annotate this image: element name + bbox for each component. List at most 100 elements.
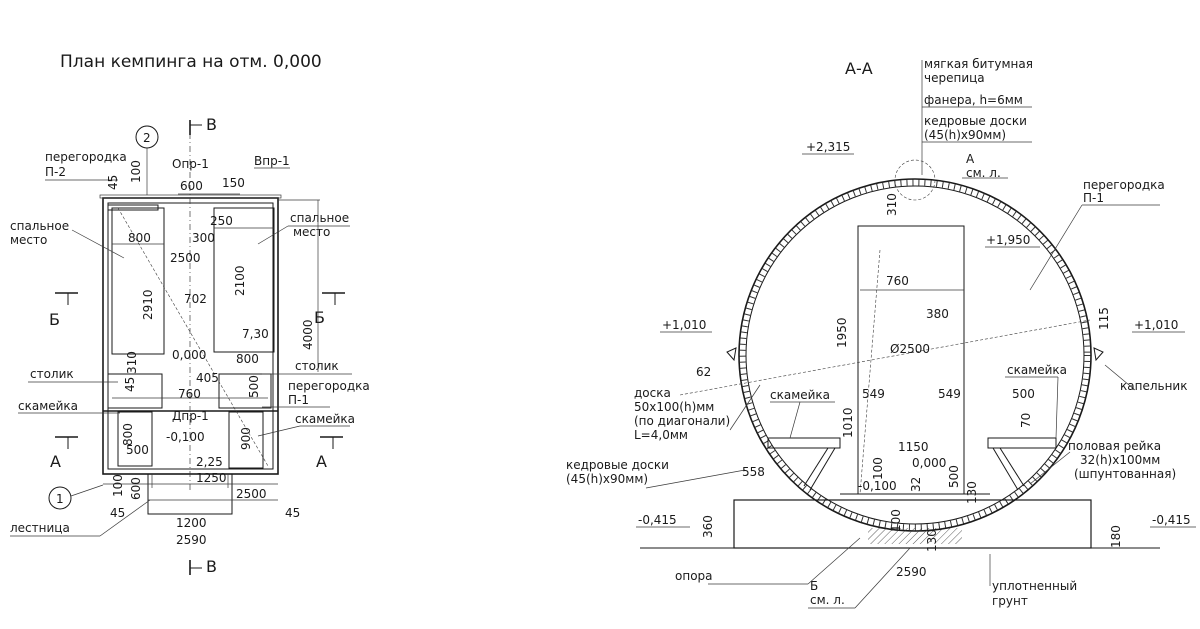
- plan-dim: 800: [236, 352, 259, 366]
- plan-dim: 760: [178, 387, 201, 401]
- label-soil-2: грунт: [992, 594, 1028, 608]
- cut-v-top: В: [206, 115, 217, 134]
- plan-dim: 100: [129, 160, 143, 183]
- plan-label-sleep-right-2: место: [293, 225, 330, 239]
- plan-label-bench-left: скамейка: [18, 399, 78, 413]
- level-1010-left: +1,010: [662, 318, 706, 332]
- plan-dim: 310: [125, 351, 139, 374]
- plan-dim: -0,100: [166, 430, 205, 444]
- section-dim: 558: [742, 465, 765, 479]
- plan-label-vpr: Впр-1: [254, 154, 290, 168]
- axis-2-label: 2: [143, 131, 151, 145]
- section-dim: 130: [965, 481, 979, 504]
- level-m0415-right: -0,415: [1152, 513, 1191, 527]
- label-see-b-2: см. л.: [810, 593, 845, 607]
- plan-label-sleep-left-1: спальное: [10, 219, 69, 233]
- plan-dim: 2590: [176, 533, 207, 547]
- label-floor-rail-3: (шпунтованная): [1074, 467, 1176, 481]
- plan-label-ladder: лестница: [10, 521, 70, 535]
- plan-dim: 250: [210, 214, 233, 228]
- plan-dim: 500: [247, 375, 261, 398]
- plan-dim: 702: [184, 292, 207, 306]
- label-board-3: (по диагонали): [634, 414, 730, 428]
- sleeping-place-right: [213, 207, 275, 353]
- plan-dim: 45: [285, 506, 300, 520]
- label-board-4: L=4,0мм: [634, 428, 688, 442]
- barrel-inner: [745, 185, 1085, 525]
- soil-hatch: [868, 528, 962, 544]
- plan-label-partition-p1-1: перегородка: [288, 379, 370, 393]
- section-dim: 380: [926, 307, 949, 321]
- plan-label-partition-p1-2: П-1: [288, 393, 309, 407]
- cut-a-right: А: [316, 452, 327, 471]
- label-partition-1: перегородка: [1083, 178, 1165, 192]
- level-m0100: -0,100: [858, 479, 897, 493]
- section-dim: 1150: [898, 440, 929, 454]
- table-left: [107, 373, 163, 409]
- plan-dim: 600: [129, 477, 143, 500]
- bench-left: [117, 411, 153, 467]
- section-dim: 180: [1109, 525, 1123, 548]
- label-see-b-1: Б: [810, 579, 818, 593]
- section-dim: 115: [1097, 307, 1111, 330]
- plan-dim: 2500: [236, 487, 267, 501]
- level-0000: 0,000: [912, 456, 946, 470]
- plan-label-opr: Опр-1: [172, 157, 209, 171]
- cut-b-left: Б: [49, 310, 60, 329]
- label-roof-1: мягкая битумная: [924, 57, 1033, 71]
- plan-dim: 1250: [196, 471, 227, 485]
- plan-dim: 0,000: [172, 348, 206, 362]
- label-see-a-2: см. л.: [966, 166, 1001, 180]
- bench-right: [228, 411, 264, 469]
- cut-a-left: А: [50, 452, 61, 471]
- label-cedar-top-2: (45(h)x90мм): [924, 128, 1006, 142]
- plan-dim: 300: [192, 231, 215, 245]
- plan-label-dpr: Дпр-1: [172, 409, 209, 423]
- level-1010-right: +1,010: [1134, 318, 1178, 332]
- plan-view: План кемпинга на отм. 0,000 2 1: [10, 52, 370, 576]
- plan-dim: 2100: [233, 265, 247, 296]
- label-cedar-bottom-2: (45(h)x90мм): [566, 472, 648, 486]
- label-partition-2: П-1: [1083, 191, 1104, 205]
- label-roof-2: черепица: [924, 71, 985, 85]
- section-dim: 500: [1012, 387, 1035, 401]
- axis-bubble-1: [48, 486, 72, 510]
- level-top: +2,315: [806, 140, 850, 154]
- plan-dim: 4000: [301, 319, 315, 350]
- table-right: [218, 373, 272, 409]
- plan-roof-edge: [99, 194, 282, 199]
- plan-dim: 800: [128, 231, 151, 245]
- plan-dim: 405: [196, 371, 219, 385]
- section-dim: 549: [938, 387, 961, 401]
- plan-label-partition-p2-2: П-2: [45, 165, 66, 179]
- label-see-a-1: А: [966, 152, 975, 166]
- label-drip: капельник: [1120, 379, 1187, 393]
- label-support: опора: [675, 569, 713, 583]
- section-dim: 760: [886, 274, 909, 288]
- plan-label-table-right: столик: [295, 359, 339, 373]
- barrel-boards: [739, 179, 1091, 531]
- label-floor-rail-1: половая рейка: [1068, 439, 1161, 453]
- section-dim: 62: [696, 365, 711, 379]
- label-plywood: фанера, h=6мм: [924, 93, 1023, 107]
- section-partition: [857, 225, 965, 495]
- plan-label-bench-right: скамейка: [295, 412, 355, 426]
- section-dim: 549: [862, 387, 885, 401]
- section-dim: 2590: [896, 565, 927, 579]
- plan-dim: 150: [222, 176, 245, 190]
- section-dim: 32: [909, 477, 923, 492]
- label-soil-1: уплотненный: [992, 579, 1077, 593]
- plan-label-table-left: столик: [30, 367, 74, 381]
- plan-dim: 2,25: [196, 455, 223, 469]
- level-m0415-left: -0,415: [638, 513, 677, 527]
- plan-inner-wall: [107, 202, 274, 470]
- plan-label-sleep-right-1: спальное: [290, 211, 349, 225]
- label-bench-left: скамейка: [770, 388, 830, 402]
- bench-left-section: [767, 437, 841, 491]
- section-dim: Ø2500: [890, 342, 930, 356]
- section-dim: 70: [1019, 413, 1033, 428]
- plan-dim: 900: [239, 427, 253, 450]
- axis-1-label: 1: [56, 492, 64, 506]
- plan-label-partition-p2-1: перегородка: [45, 150, 127, 164]
